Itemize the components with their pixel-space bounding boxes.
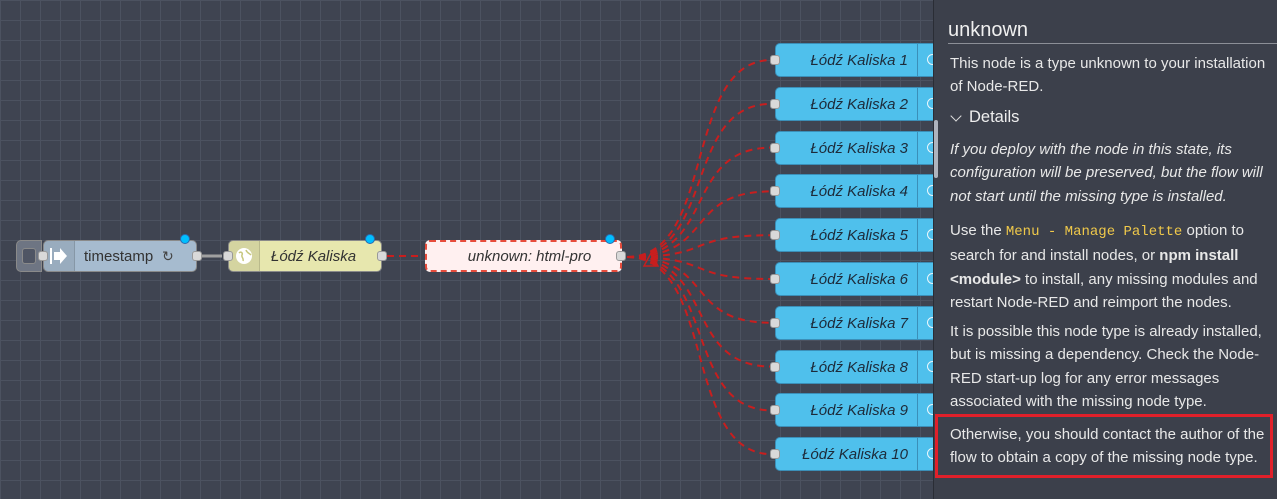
unknown-node[interactable]: unknown: html-pro [425,234,626,272]
install-prefix: Use the [950,222,1006,239]
node-status-ring-icon [917,131,933,164]
sidebar-scrollbar[interactable] [934,120,938,178]
output-node-7[interactable]: Łódź Kaliska 7 [770,305,933,340]
node-status-ring-icon [917,219,933,252]
http-input-port[interactable] [223,251,233,261]
http-request-node[interactable]: Łódź Kaliska [223,234,387,272]
http-output-port[interactable] [377,251,387,261]
output-node-label: Łódź Kaliska 10 [802,446,908,464]
node-status-ring-icon [917,438,933,471]
chevron-down-icon [950,109,962,122]
unknown-output-port[interactable] [616,251,626,261]
details-label: Details [969,108,1020,126]
node-status-ring-icon [917,87,933,120]
node-status-ring-icon [917,44,933,76]
output-node-9[interactable]: Łódź Kaliska 9 [770,393,933,428]
output-node-input-port[interactable] [770,142,780,153]
output-node-input-port[interactable] [770,361,780,372]
broken-wire-1 [626,59,773,258]
output-node-10[interactable]: Łódź Kaliska 10 [770,437,933,472]
flow-workspace[interactable]: ! timestamp ↻ Łódź Kaliska unknown: html… [0,0,933,499]
intro-text: This node is a type unknown to your inst… [950,55,1266,96]
output-node-label: Łódź Kaliska 3 [810,139,908,157]
output-node-label: Łódź Kaliska 4 [810,183,908,201]
broken-wire-5 [626,234,773,258]
dependency-note: It is possible this node type is already… [950,323,1262,410]
output-node-input-port[interactable] [770,405,780,416]
title-divider [948,43,1277,44]
node-status-ring-icon [917,394,933,427]
inject-output-port[interactable] [192,251,202,261]
output-node-label: Łódź Kaliska 2 [810,95,908,113]
install-suffix: to install, any missing modules and rest… [950,270,1258,311]
inject-input-port[interactable] [38,251,48,261]
install-instructions: Use the Menu - Manage Palette option to … [950,219,1272,314]
output-node-input-port[interactable] [770,98,780,109]
output-node-input-port[interactable] [770,274,780,284]
node-status-ring-icon [917,306,933,339]
output-node-label: Łódź Kaliska 7 [810,314,908,332]
broken-wire-2 [626,102,773,258]
manage-palette-code: Menu - Manage Palette [1005,224,1183,240]
inject-node[interactable]: timestamp ↻ [38,234,202,272]
sidebar-title: unknown [948,19,1029,41]
details-toggle[interactable]: Details [948,108,1019,127]
output-node-label: Łódź Kaliska 6 [810,271,908,288]
broken-wire-8 [626,256,773,368]
output-node-label: Łódź Kaliska 9 [810,402,908,420]
broken-wire-10 [626,256,773,456]
broken-wire-4 [626,190,773,258]
output-node-label: Łódź Kaliska 1 [810,52,908,69]
inject-trigger-button[interactable] [16,240,42,272]
install-middle: option to search for and install nodes, … [950,222,1245,265]
http-node-label: Łódź Kaliska [271,248,357,265]
changed-indicator-dot [365,234,375,244]
node-status-ring-icon [917,350,933,383]
unknown-node-label: unknown: html-pro [467,247,592,265]
output-node-label: Łódź Kaliska 5 [810,227,908,245]
globe-icon [229,241,260,271]
changed-indicator-dot [605,234,615,244]
output-node-1[interactable]: Łódź Kaliska 1 [770,43,933,77]
output-node-4[interactable]: Łódź Kaliska 4 [770,174,933,209]
warning-icon: ! [642,251,660,267]
changed-indicator-dot [180,234,190,244]
output-node-3[interactable]: Łódź Kaliska 3 [770,130,933,165]
output-node-6[interactable]: Łódź Kaliska 6 [770,262,933,296]
contact-author-note: Otherwise, you should contact the author… [950,426,1265,467]
output-node-input-port[interactable] [770,230,780,241]
output-node-input-port[interactable] [770,317,780,328]
highlight-box [935,414,1273,478]
inject-arrow-icon [44,241,75,271]
svg-text:!: ! [650,257,653,267]
deploy-note: If you deploy with the node in this stat… [950,141,1263,205]
node-status-ring-icon [917,263,933,295]
broken-wire-9 [626,256,773,412]
node-status-ring-icon [917,175,933,208]
wires-layer: ! [202,59,773,456]
output-node-label: Łódź Kaliska 8 [810,358,908,376]
output-node-5[interactable]: Łódź Kaliska 5 [770,218,933,253]
broken-wire-6 [626,256,773,280]
inject-node-label: timestamp [84,248,154,265]
repeat-icon: ↻ [162,248,174,264]
broken-wire-3 [626,146,773,258]
output-node-2[interactable]: Łódź Kaliska 2 [770,86,933,121]
npm-install-command: npm install <module> [950,247,1239,288]
output-node-8[interactable]: Łódź Kaliska 8 [770,349,933,384]
output-node-input-port[interactable] [770,55,780,65]
output-node-input-port[interactable] [770,449,780,460]
output-node-input-port[interactable] [770,186,780,197]
